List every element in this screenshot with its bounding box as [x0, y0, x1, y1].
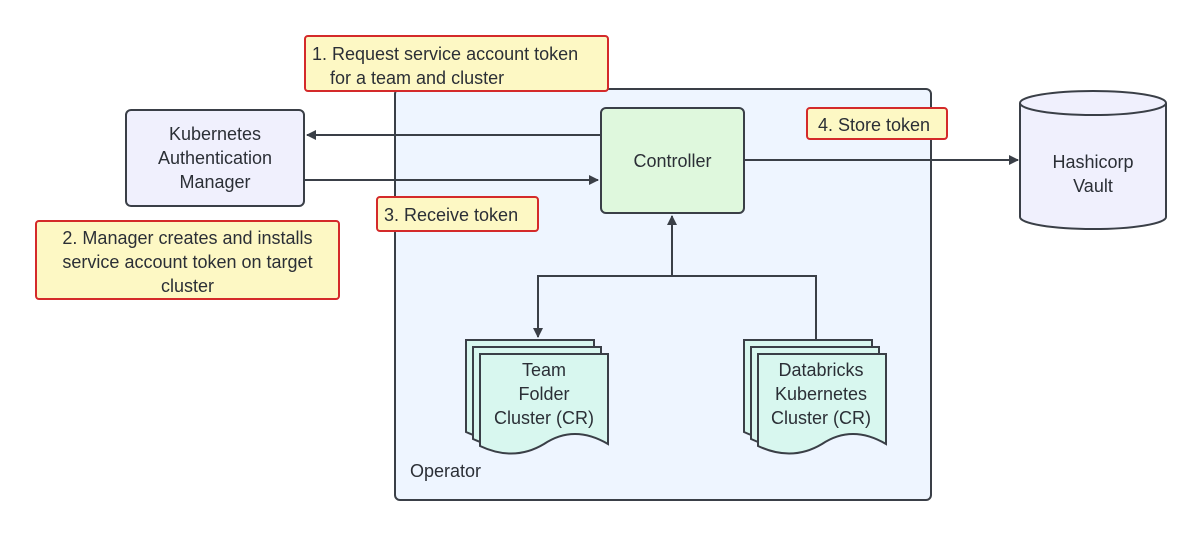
team-cr-line3: Cluster (CR) [493, 408, 594, 428]
note-step3: 3. Receive token [376, 196, 539, 232]
note-step2: 2. Manager creates and installs service … [35, 220, 340, 300]
controller-box: Controller [600, 107, 745, 214]
operator-label: Operator [410, 461, 482, 481]
note-step1-line2: for a team and cluster [330, 68, 505, 88]
dbx-cr-line1: Databricks [778, 360, 864, 380]
databricks-cr-stack [743, 339, 887, 455]
kubernetes-authentication-manager: Kubernetes Authentication Manager [125, 109, 305, 207]
dbx-cr-line2: Kubernetes [774, 384, 868, 404]
kam-line3: Manager [179, 172, 251, 192]
vault-line2: Vault [1073, 176, 1113, 196]
team-cr-stack [465, 339, 609, 455]
team-cr-line1: Team [521, 360, 566, 380]
note-step4: 4. Store token [806, 107, 948, 140]
vault-label: Hashicorp Vault [1020, 150, 1166, 198]
databricks-cr-label: Databricks Kubernetes Cluster (CR) [756, 358, 886, 430]
note-step2-line1: 2. Manager creates and installs [62, 228, 313, 248]
note-step2-line2: service account token on target [62, 252, 313, 272]
vault-cylinder [1019, 90, 1167, 230]
dbx-cr-line3: Cluster (CR) [770, 408, 871, 428]
connector-team-cr [533, 275, 672, 338]
kam-line1: Kubernetes [168, 124, 262, 144]
note-step1-line1: 1. Request service account token [312, 44, 579, 64]
note-step2-line3: cluster [160, 276, 214, 296]
vault-line1: Hashicorp [1052, 152, 1134, 172]
connector-databricks-cr [672, 275, 817, 340]
kam-line2: Authentication [157, 148, 273, 168]
team-cr-label: Team Folder Cluster (CR) [484, 358, 604, 430]
controller-label: Controller [633, 150, 712, 171]
note-step1: 1. Request service account token for a t… [304, 35, 609, 92]
team-cr-line2: Folder [518, 384, 570, 404]
